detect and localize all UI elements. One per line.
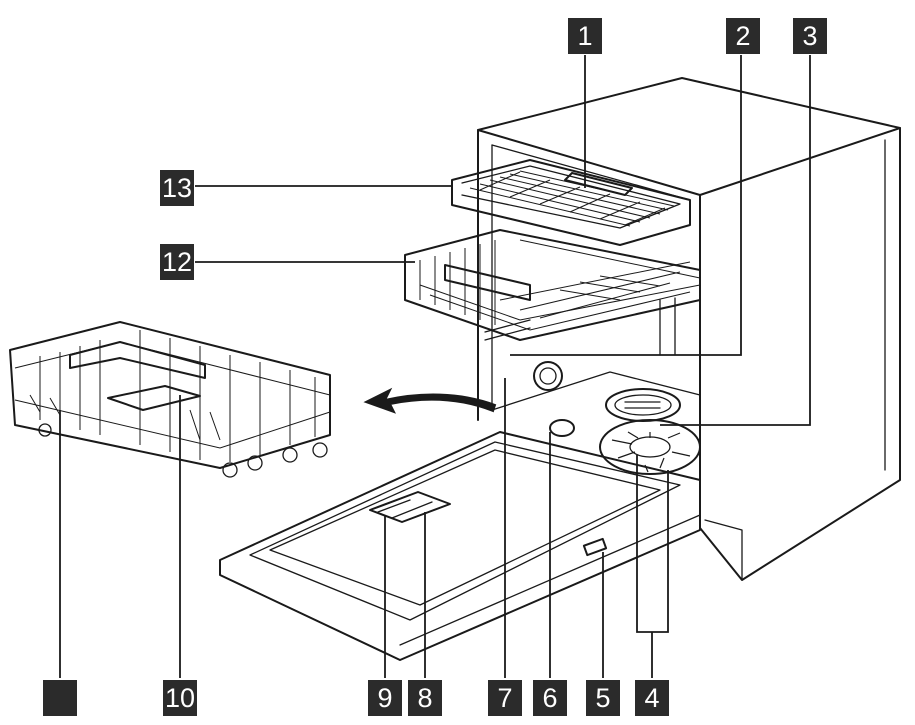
pull-out-arrow xyxy=(363,387,497,414)
lower-spray-arm xyxy=(605,388,681,422)
label-9: 9 xyxy=(368,680,402,716)
top-spray-tray xyxy=(451,159,691,246)
open-door xyxy=(219,431,701,661)
label-5: 5 xyxy=(586,680,620,716)
label-3: 3 xyxy=(793,18,827,54)
label-4: 4 xyxy=(635,680,669,716)
label-13: 13 xyxy=(160,170,194,206)
lower-basket xyxy=(9,321,331,478)
label-10: 10 xyxy=(163,680,197,716)
label-7: 7 xyxy=(488,680,522,716)
salt-container-cap xyxy=(549,419,575,437)
label-1: 1 xyxy=(568,18,602,54)
callout-lines xyxy=(59,55,811,678)
rinse-aid-dispenser-cap xyxy=(533,361,563,391)
upper-basket xyxy=(404,229,701,356)
label-2: 2 xyxy=(726,18,760,54)
rating-plate xyxy=(582,537,608,557)
label-12: 12 xyxy=(160,244,194,280)
detergent-dispenser xyxy=(369,491,451,523)
label-8: 8 xyxy=(408,680,442,716)
tub-floor xyxy=(491,361,701,475)
label-11 xyxy=(43,680,77,716)
cutlery-basket xyxy=(107,385,201,411)
filter-assembly xyxy=(599,419,701,475)
cabinet xyxy=(477,77,901,581)
label-6: 6 xyxy=(533,680,567,716)
